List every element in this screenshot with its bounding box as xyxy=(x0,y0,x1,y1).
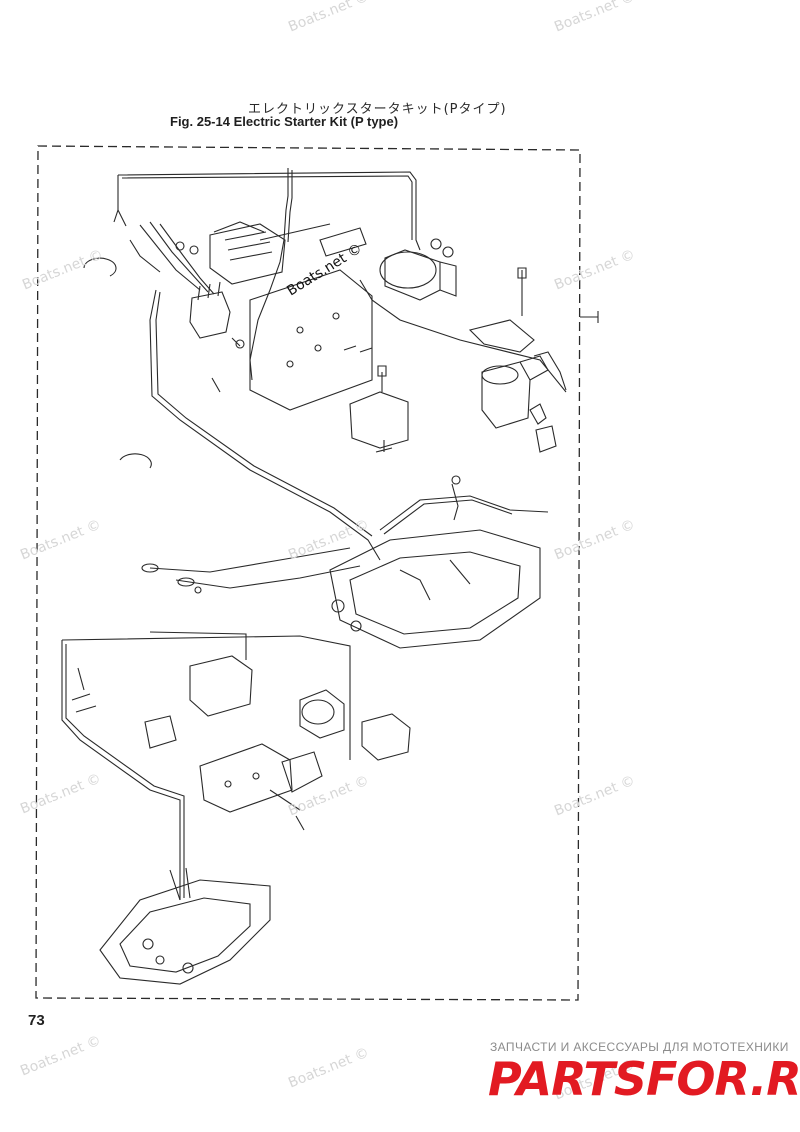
alternate-layout-frame xyxy=(61,631,351,900)
brand-tagline: ЗАПЧАСТИ И АКСЕССУАРЫ ДЛЯ МОТОТЕХНИКИ xyxy=(490,1040,789,1054)
battery-leads xyxy=(141,547,361,594)
lower-relay-assembly xyxy=(71,655,411,831)
starter-bracket xyxy=(349,365,409,453)
battery-cable xyxy=(149,279,567,561)
page-number: 73 xyxy=(28,1012,45,1029)
mounting-plate xyxy=(249,223,373,411)
clip-ring-upper xyxy=(83,257,117,277)
starter-kit-diagram xyxy=(35,145,599,1001)
rectifier-block xyxy=(189,281,231,339)
starter-relay xyxy=(379,238,457,301)
screws-and-washers xyxy=(175,241,461,521)
clip-ring-middle xyxy=(119,453,152,469)
lower-bottom-cowling xyxy=(99,867,271,985)
diagram-border xyxy=(35,145,581,1001)
watermark: Boats.net © xyxy=(286,1044,372,1092)
watermark: Boats.net © xyxy=(18,1032,104,1080)
starter-motor xyxy=(468,267,567,453)
brand-logo: PARTSFOR.RU xyxy=(488,1052,800,1106)
upper-wiring-harness xyxy=(113,168,421,381)
upper-bottom-cowling xyxy=(329,529,541,649)
figure-title-english: Fig. 25-14 Electric Starter Kit (P type) xyxy=(170,114,399,129)
regulator-block xyxy=(209,221,286,285)
figure-title-japanese: エレクトリックスタータキット(Pタイプ) xyxy=(248,102,507,117)
